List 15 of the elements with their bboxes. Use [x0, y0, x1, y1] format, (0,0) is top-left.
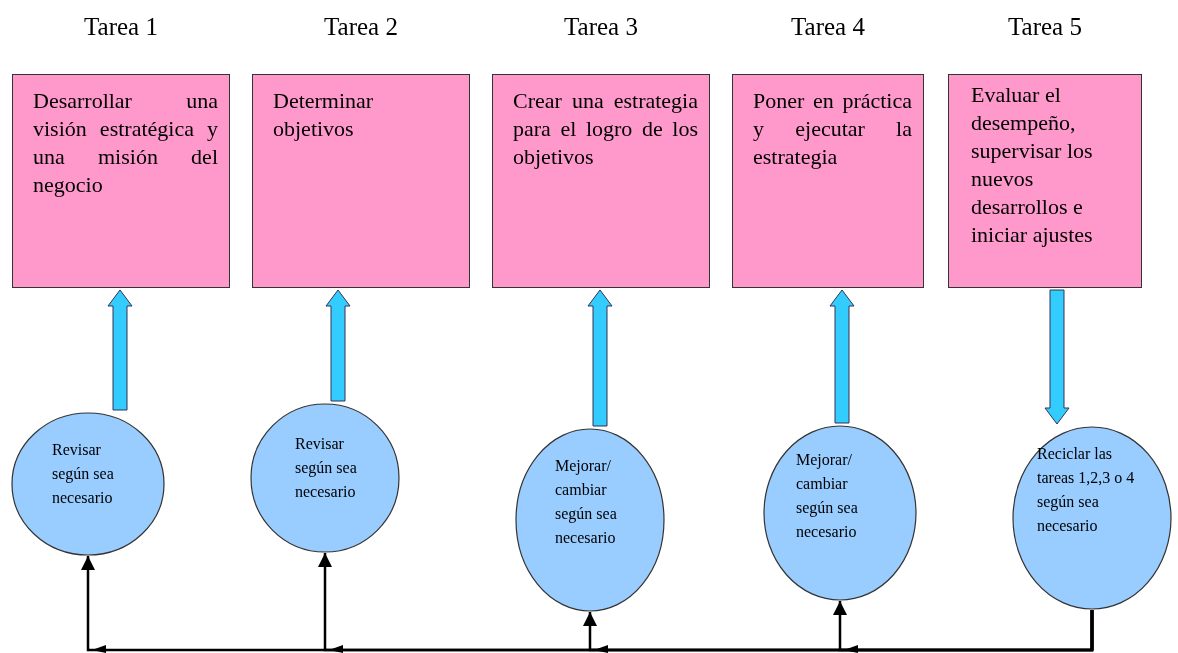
task-description: Determinar objetivos: [273, 87, 375, 143]
action-text: Reciclar las tareas 1,2,3 o 4 según sea necesario: [1037, 444, 1136, 536]
action-text: Revisar según sea necesario: [295, 434, 358, 502]
task-description: Poner en práctica y ejecutar la estrategia: [753, 87, 912, 171]
action-text: Revisar según sea necesario: [52, 440, 115, 508]
task-heading: Tarea 3: [564, 13, 638, 41]
task-heading: Tarea 4: [791, 13, 865, 41]
task-heading: Tarea 5: [1008, 13, 1082, 41]
task-description: Evaluar el desempeño, supervisar los nuevos desarrollos e iniciar ajustes: [971, 81, 1094, 249]
task-heading: Tarea 1: [84, 13, 158, 41]
task-description: Crear una estrategia para el logro de los objetivos: [513, 87, 698, 171]
action-text: Mejorar/ cambiar según sea necesario: [796, 450, 859, 542]
task-heading: Tarea 2: [324, 13, 398, 41]
action-text: Mejorar/ cambiar según sea necesario: [555, 456, 618, 548]
task-description: Desarrollar una visión estratégica y una misión del negocio: [33, 87, 218, 199]
